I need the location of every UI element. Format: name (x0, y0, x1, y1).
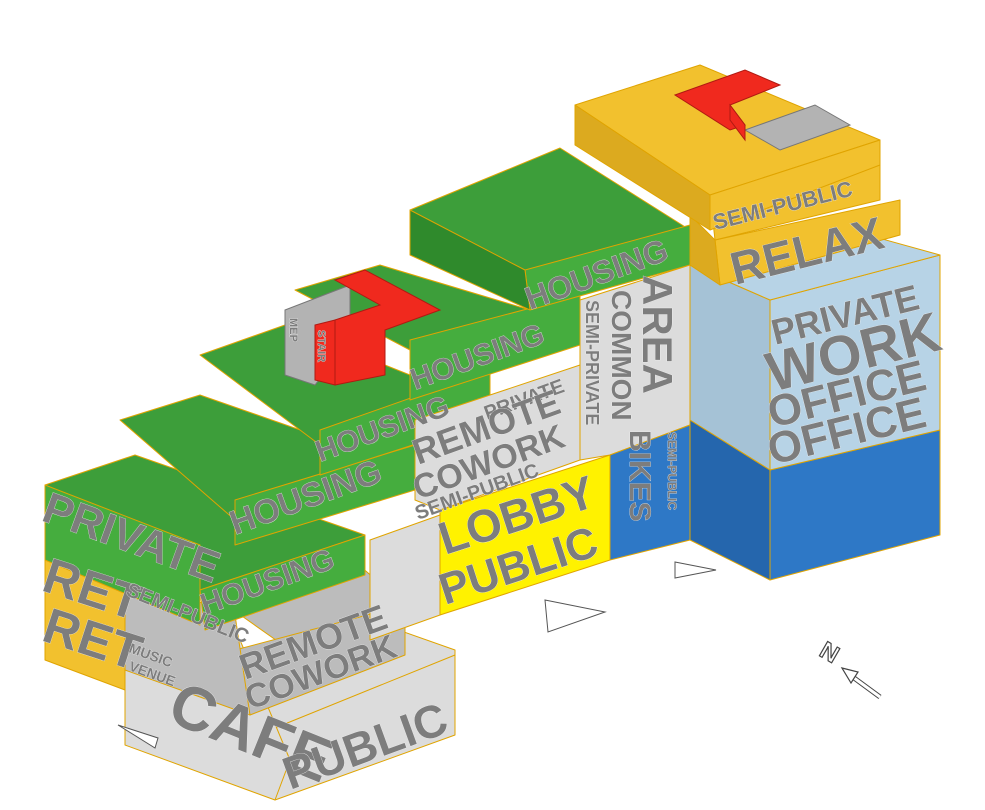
passage-front (369, 514, 441, 641)
north-arrow-letter: N (815, 637, 844, 669)
entry-marker-tower (674, 561, 717, 579)
rooftop-mep-box (743, 104, 852, 151)
terrace-1-front (199, 534, 366, 631)
north-arrow-shaft-inner (849, 673, 881, 699)
terrace-5-shadow (409, 209, 531, 311)
label-semi-public-bikes: SEMI-PUBLIC (665, 432, 679, 510)
relax-side (689, 214, 721, 286)
lobby-cowork-block (369, 264, 691, 641)
label-area: AREA (634, 275, 681, 394)
label-bikes: BIKES (623, 430, 656, 522)
label-semi-private: SEMI-PRIVATE (582, 300, 602, 425)
entry-markers (117, 561, 717, 749)
stair-core-top (333, 269, 442, 386)
terrace-1-side (44, 484, 201, 626)
rooftop-stair-side (729, 103, 746, 142)
entry-marker-lobby (544, 599, 607, 633)
label-mep: MEP (287, 318, 299, 342)
north-arrow-head (840, 667, 859, 685)
terrace-stair-core (284, 269, 442, 386)
rooftop-stair-core (673, 69, 852, 151)
label-stair: STAIR (315, 330, 327, 362)
office-tower (574, 64, 941, 581)
rooftop-slab-front (709, 139, 881, 231)
entry-marker-cafe (117, 724, 159, 749)
label-common: COMMON (606, 290, 637, 421)
north-arrow: N (814, 636, 882, 700)
cowork-mid-front (414, 364, 581, 511)
